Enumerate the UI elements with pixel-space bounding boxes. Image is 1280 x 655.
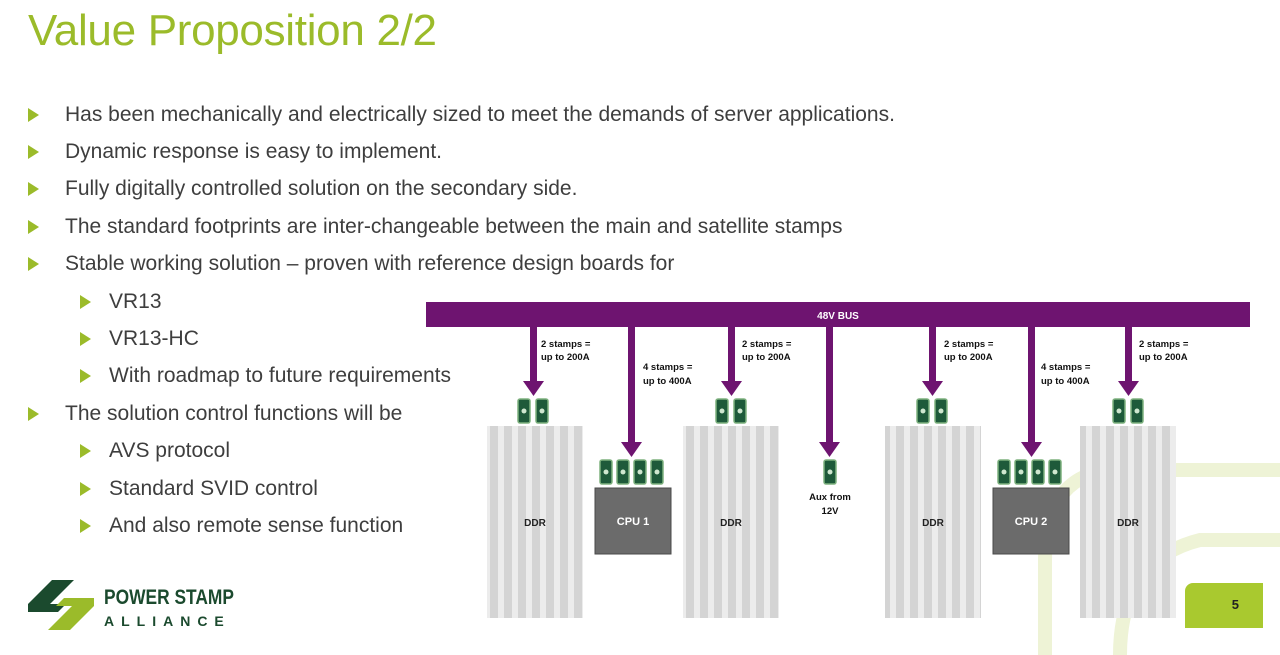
bullet-item: Dynamic response is easy to implement.: [28, 133, 895, 170]
sub-bullet-item: VR13-HC: [28, 320, 895, 357]
triangle-bullet-icon: [28, 219, 39, 234]
bus-bar: [426, 302, 1250, 327]
ddr-label: DDR: [524, 518, 546, 529]
arrow-cpu1: [621, 327, 642, 457]
triangle-bullet-icon: [80, 481, 91, 496]
triangle-bullet-icon: [80, 518, 91, 533]
ddr-label: DDR: [1117, 518, 1139, 529]
label-2-stamps: 2 stamps =: [541, 339, 591, 350]
label-2-stamps: 2 stamps =: [944, 339, 994, 350]
label-400a: up to 400A: [1041, 376, 1090, 387]
sub-bullet-item: With roadmap to future requirements: [28, 358, 895, 395]
bullet-text: VR13: [109, 289, 162, 313]
bullet-text: AVS protocol: [109, 439, 231, 463]
triangle-bullet-icon: [28, 406, 39, 421]
slide-title: Value Proposition 2/2: [28, 6, 437, 55]
sub-bullet-item: AVS protocol: [28, 433, 895, 470]
label-200a: up to 200A: [944, 352, 993, 363]
arrow-ddr3: [922, 327, 943, 396]
sub-bullet-item: And also remote sense function: [28, 507, 895, 544]
bullet-text: Standard SVID control: [109, 476, 318, 500]
bullet-text: And also remote sense function: [109, 513, 404, 537]
bullet-text: The solution control functions will be: [65, 401, 403, 425]
bullet-text: VR13-HC: [109, 327, 199, 351]
arrow-cpu2: [1021, 327, 1042, 457]
bullet-text: Fully digitally controlled solution on t…: [65, 177, 578, 201]
triangle-bullet-icon: [80, 444, 91, 459]
cpu-block: CPU 1: [594, 487, 672, 555]
cpu-label: CPU 1: [617, 516, 649, 528]
bullet-item: The standard footprints are inter-change…: [28, 208, 895, 245]
bullet-item: The solution control functions will be: [28, 395, 895, 432]
logo-mark-icon: [28, 580, 94, 630]
label-200a: up to 200A: [541, 352, 590, 363]
label-aux-from: Aux from: [809, 492, 851, 503]
power-stamp-quad: [599, 459, 664, 485]
label-12v: 12V: [822, 506, 840, 517]
bullet-item: Fully digitally controlled solution on t…: [28, 171, 895, 208]
triangle-bullet-icon: [28, 107, 39, 122]
label-200a: up to 200A: [1139, 352, 1188, 363]
cpu-label: CPU 2: [1015, 516, 1047, 528]
cpu-block: CPU 2: [992, 487, 1070, 555]
sub-bullet-item: Standard SVID control: [28, 470, 895, 507]
label-2-stamps: 2 stamps =: [1139, 339, 1189, 350]
power-stamp-quad: [997, 459, 1062, 485]
arrow-aux: [819, 327, 840, 457]
label-400a: up to 400A: [643, 376, 692, 387]
triangle-bullet-icon: [80, 294, 91, 309]
bullet-text: With roadmap to future requirements: [109, 364, 451, 388]
ddr-label: DDR: [720, 518, 742, 529]
arrow-ddr2: [721, 327, 742, 396]
logo-text-line2: ALLIANCE: [104, 613, 231, 629]
ddr-module: DDR: [683, 426, 779, 618]
arrow-ddr4: [1118, 327, 1139, 396]
triangle-bullet-icon: [28, 182, 39, 197]
label-4-stamps: 4 stamps =: [643, 362, 693, 373]
triangle-bullet-icon: [80, 332, 91, 347]
ddr-module: DDR: [885, 426, 981, 618]
label-2-stamps: 2 stamps =: [742, 339, 792, 350]
bullet-list: Has been mechanically and electrically s…: [28, 96, 895, 545]
triangle-bullet-icon: [28, 145, 39, 160]
logo-text-line1: POWER STAMP: [104, 586, 234, 609]
ddr-module: DDR: [487, 426, 583, 618]
bullet-text: Dynamic response is easy to implement.: [65, 140, 442, 164]
ddr-label: DDR: [922, 518, 944, 529]
bullet-item: Stable working solution – proven with re…: [28, 246, 895, 283]
bullet-item: Has been mechanically and electrically s…: [28, 96, 895, 133]
bullet-text: The standard footprints are inter-change…: [65, 214, 843, 238]
sub-bullet-item: VR13: [28, 283, 895, 320]
power-stamp-alliance-logo: POWER STAMP ALLIANCE: [28, 580, 234, 630]
arrow-ddr1: [523, 327, 544, 396]
label-4-stamps: 4 stamps =: [1041, 362, 1091, 373]
triangle-bullet-icon: [80, 369, 91, 384]
bullet-text: Has been mechanically and electrically s…: [65, 102, 895, 126]
bus-label: 48V BUS: [817, 311, 859, 322]
triangle-bullet-icon: [28, 257, 39, 272]
page-number: 5: [1231, 597, 1239, 612]
page-number-box: 5: [1185, 583, 1263, 628]
label-200a: up to 200A: [742, 352, 791, 363]
bullet-text: Stable working solution – proven with re…: [65, 252, 675, 276]
ddr-module: DDR: [1080, 426, 1176, 618]
